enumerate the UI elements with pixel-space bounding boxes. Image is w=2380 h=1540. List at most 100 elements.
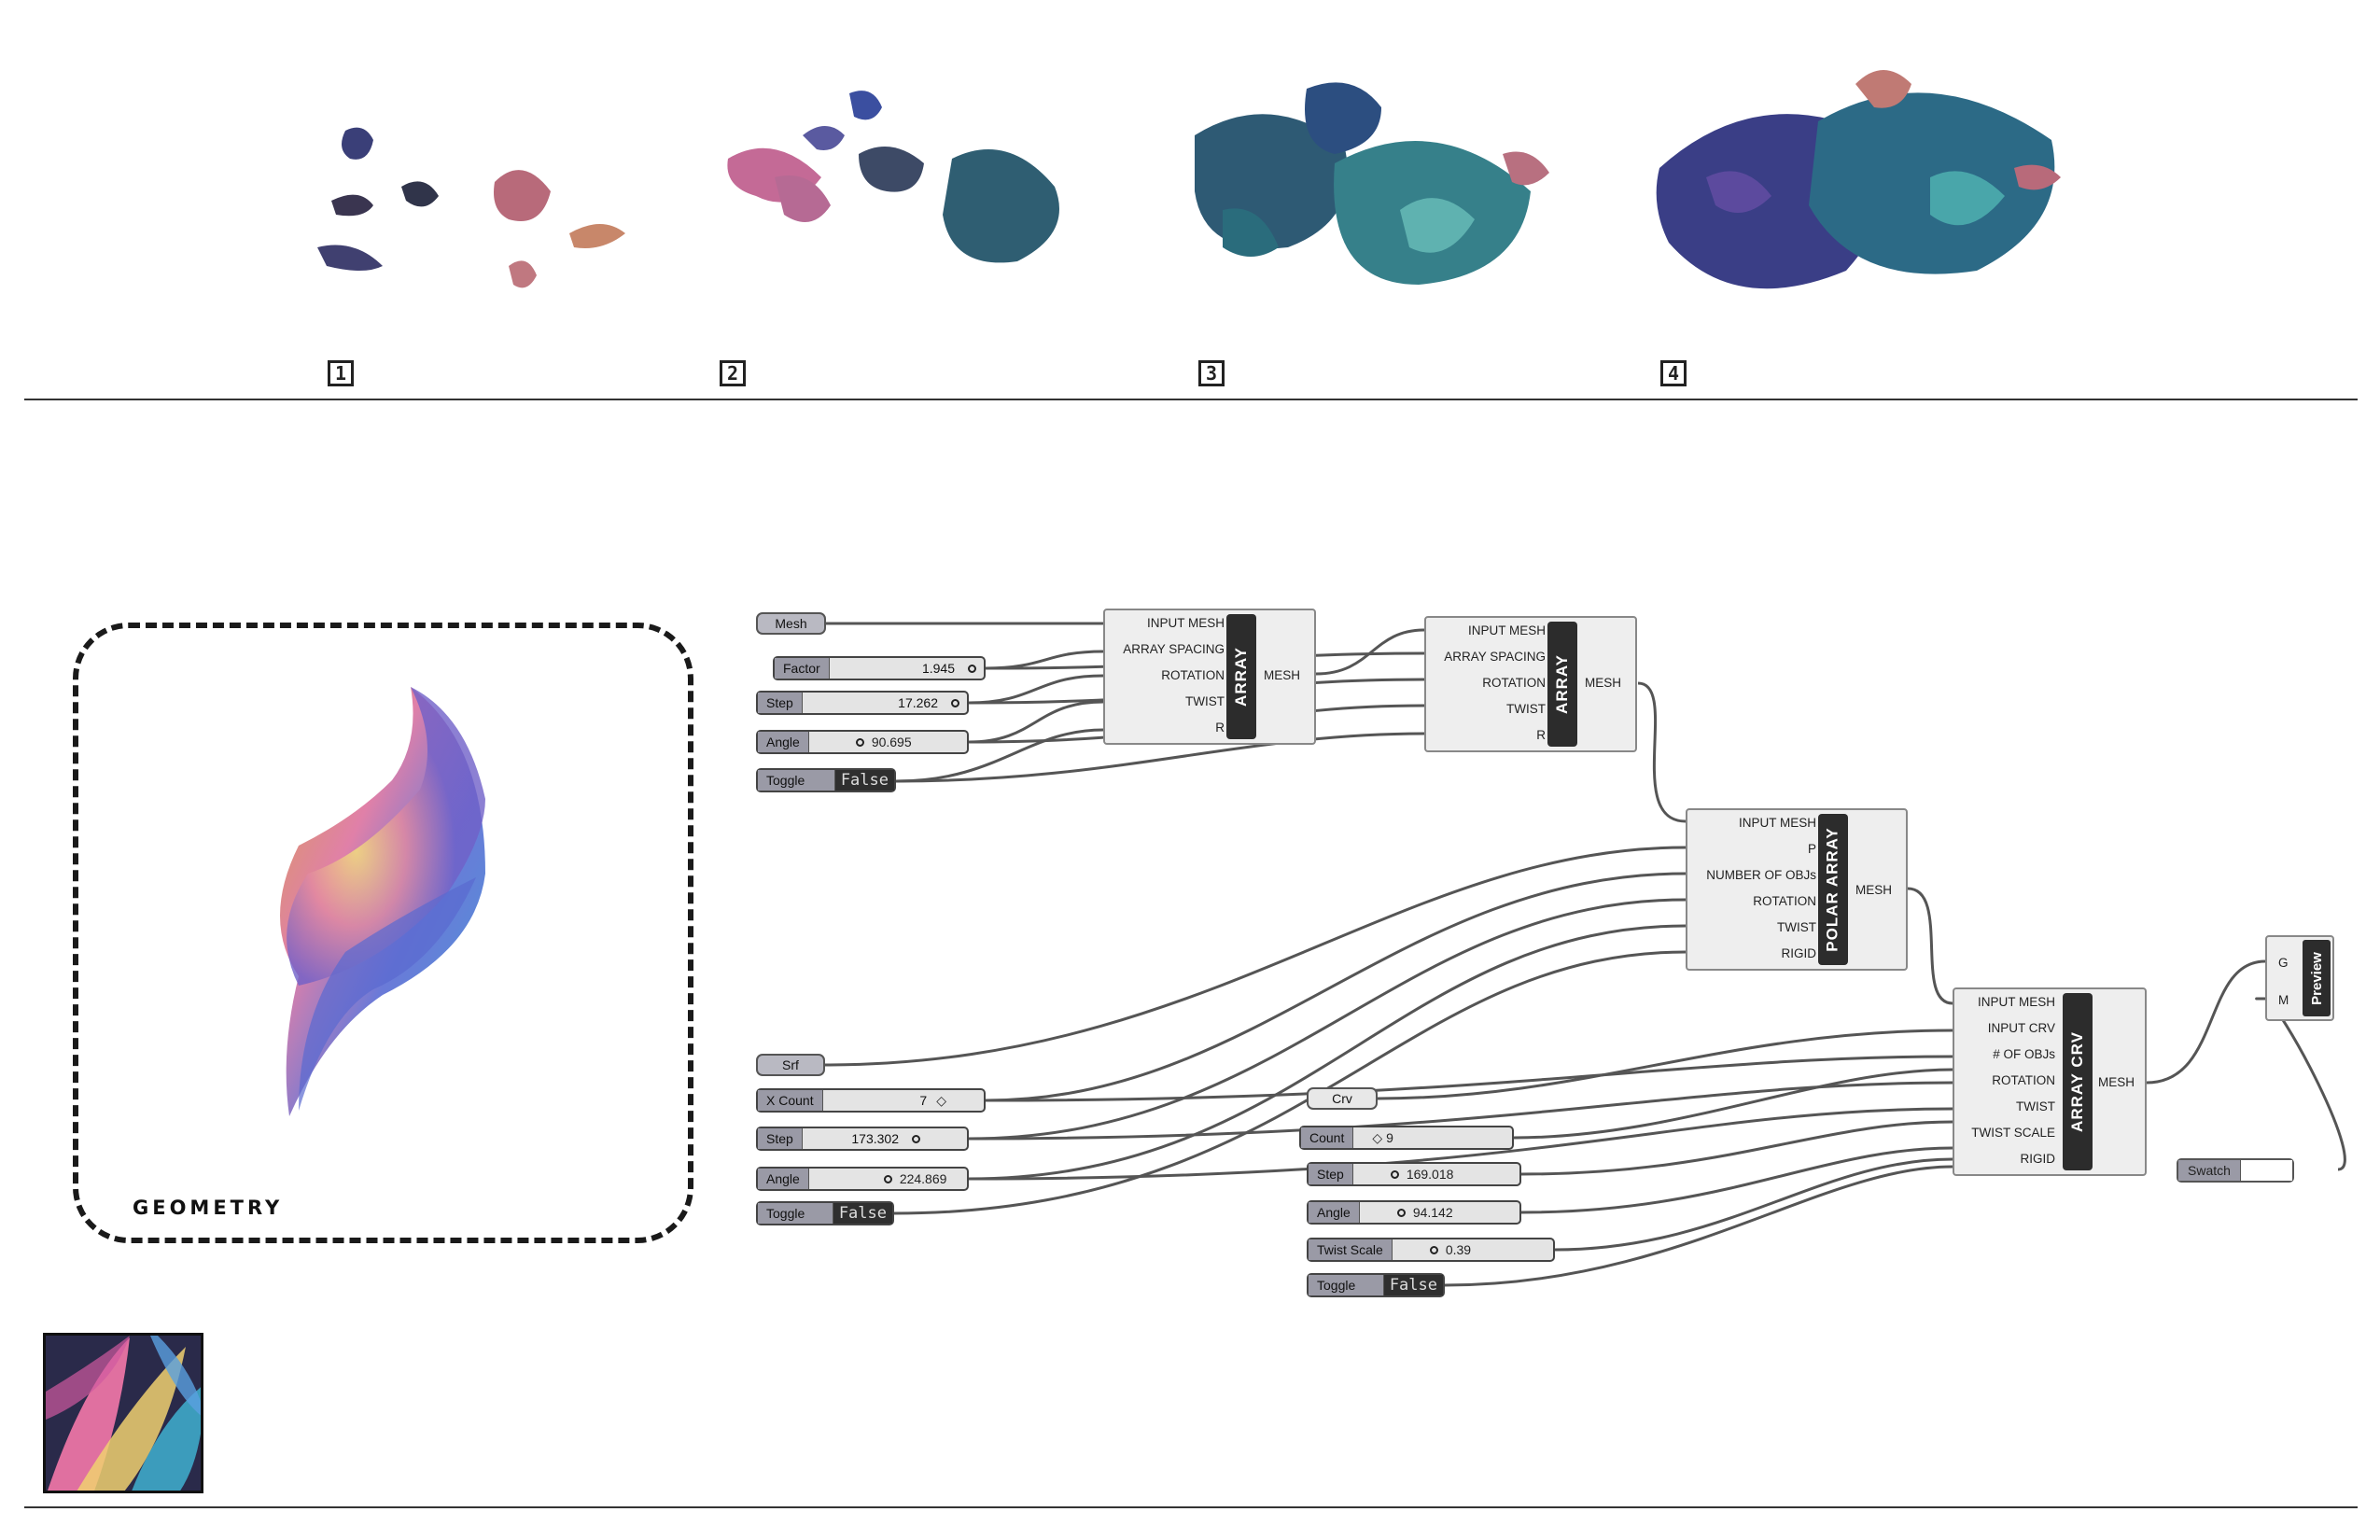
arraycrv-input-crv[interactable]: INPUT CRV <box>1987 1021 2055 1035</box>
factor-value: 1.945 <box>921 661 955 676</box>
stage-number-3: 3 <box>1198 360 1225 386</box>
texture-swatch-thumbnail <box>43 1333 203 1493</box>
arraycrv-input-rigid[interactable]: RIGID <box>2020 1152 2055 1166</box>
factor-label: Factor <box>775 658 830 679</box>
toggle-3[interactable]: Toggle False <box>1307 1273 1445 1297</box>
geometry-petal <box>280 687 485 1116</box>
diamond-grip-icon[interactable]: ◇ <box>936 1092 946 1108</box>
preview-title: Preview <box>2303 940 2331 1016</box>
preview-component[interactable]: G M Preview <box>2265 935 2334 1021</box>
array1-input-rotation[interactable]: ROTATION <box>1161 668 1225 682</box>
angle-slider-1[interactable]: Angle 90.695 <box>756 730 969 754</box>
angle-value-2: 224.869 <box>899 1171 947 1186</box>
stage-render-3 <box>1195 82 1549 285</box>
array2-input-spacing[interactable]: ARRAY SPACING <box>1444 650 1546 664</box>
step-slider-3[interactable]: Step 169.018 <box>1307 1162 1521 1186</box>
top-divider <box>24 399 2358 400</box>
angle-label-1: Angle <box>758 732 809 752</box>
angle-label-2: Angle <box>758 1169 809 1189</box>
step-slider-1[interactable]: Step 17.262 <box>756 691 969 715</box>
array-component-1[interactable]: INPUT MESH ARRAY SPACING ROTATION TWIST … <box>1103 609 1316 745</box>
stage-render-4 <box>1656 70 2061 289</box>
toggle-value-2[interactable]: False <box>833 1203 892 1224</box>
swatch-component[interactable]: Swatch <box>2177 1158 2294 1183</box>
polar-input-p[interactable]: P <box>1807 842 1816 856</box>
angle-label-3: Angle <box>1309 1202 1360 1223</box>
swatch-color[interactable] <box>2240 1160 2292 1181</box>
angle-value-3: 94.142 <box>1412 1205 1453 1220</box>
slider-grip-icon[interactable] <box>1390 1169 1399 1179</box>
array2-input-twist[interactable]: TWIST <box>1506 702 1546 716</box>
array-component-2[interactable]: INPUT MESH ARRAY SPACING ROTATION TWIST … <box>1424 616 1637 752</box>
array2-input-r[interactable]: R <box>1536 728 1546 742</box>
arraycrv-input-rotation[interactable]: ROTATION <box>1992 1073 2055 1087</box>
slider-grip-icon[interactable] <box>968 664 976 673</box>
array1-input-spacing[interactable]: ARRAY SPACING <box>1123 642 1225 656</box>
array2-input-mesh[interactable]: INPUT MESH <box>1467 623 1546 637</box>
crv-param-label: Crv <box>1332 1091 1352 1106</box>
step-value-1: 17.262 <box>898 695 938 710</box>
geometry-label: GEOMETRY <box>133 1197 284 1219</box>
slider-grip-icon[interactable] <box>855 737 864 747</box>
toggle-label-1: Toggle <box>758 770 835 791</box>
stage-number-1: 1 <box>328 360 354 386</box>
angle-slider-2[interactable]: Angle 224.869 <box>756 1167 969 1191</box>
stage-number-4: 4 <box>1660 360 1687 386</box>
polar-output-mesh[interactable]: MESH <box>1855 883 1893 897</box>
toggle-value-1[interactable]: False <box>834 770 894 791</box>
angle-slider-3[interactable]: Angle 94.142 <box>1307 1200 1521 1225</box>
polar-input-number[interactable]: NUMBER OF OBJs <box>1706 868 1816 882</box>
arraycrv-input-twist-scale[interactable]: TWIST SCALE <box>1971 1126 2055 1140</box>
arraycrv-input-count[interactable]: # OF OBJs <box>1993 1047 2055 1061</box>
arraycrv-input-mesh[interactable]: INPUT MESH <box>1977 995 2055 1009</box>
toggle-2[interactable]: Toggle False <box>756 1201 894 1225</box>
array-crv-component[interactable]: INPUT MESH INPUT CRV # OF OBJs ROTATION … <box>1953 987 2147 1176</box>
polar-array-component[interactable]: INPUT MESH P NUMBER OF OBJs ROTATION TWI… <box>1686 808 1908 971</box>
step-label-2: Step <box>758 1128 803 1149</box>
polar-input-mesh[interactable]: INPUT MESH <box>1738 816 1816 830</box>
slider-grip-icon[interactable] <box>951 698 959 707</box>
xcount-slider[interactable]: X Count 7 ◇ <box>756 1088 986 1113</box>
mesh-param-label: Mesh <box>775 616 807 631</box>
preview-input-g[interactable]: G <box>2278 956 2289 970</box>
slider-grip-icon[interactable] <box>912 1134 920 1143</box>
array2-output-mesh[interactable]: MESH <box>1585 676 1622 690</box>
xcount-label: X Count <box>758 1090 823 1111</box>
arraycrv-output-mesh[interactable]: MESH <box>2098 1075 2135 1089</box>
slider-grip-icon[interactable] <box>883 1174 892 1183</box>
slider-grip-icon[interactable] <box>1396 1208 1406 1217</box>
polar-input-twist[interactable]: TWIST <box>1777 920 1816 934</box>
arraycrv-input-twist[interactable]: TWIST <box>2016 1099 2055 1113</box>
stage-render-2 <box>727 91 1059 263</box>
geometry-frame <box>73 623 693 1243</box>
mesh-param[interactable]: Mesh <box>756 612 826 635</box>
srf-param-label: Srf <box>782 1057 799 1072</box>
array1-output-mesh[interactable]: MESH <box>1264 668 1301 682</box>
step-label-1: Step <box>758 693 803 713</box>
angle-value-1: 90.695 <box>871 735 912 749</box>
crv-param[interactable]: Crv <box>1307 1087 1378 1110</box>
count-slider[interactable]: Count ◇ 9 <box>1299 1126 1514 1150</box>
diamond-grip-icon[interactable]: ◇ <box>1372 1129 1383 1145</box>
twist-scale-slider[interactable]: Twist Scale 0.39 <box>1307 1238 1555 1262</box>
array1-title: ARRAY <box>1226 614 1256 739</box>
slider-grip-icon[interactable] <box>1429 1245 1438 1254</box>
preview-input-m[interactable]: M <box>2278 993 2289 1007</box>
array1-input-r[interactable]: R <box>1215 721 1225 735</box>
toggle-label-3: Toggle <box>1309 1275 1384 1295</box>
factor-slider[interactable]: Factor 1.945 <box>773 656 986 680</box>
array2-input-rotation[interactable]: ROTATION <box>1482 676 1546 690</box>
array1-input-twist[interactable]: TWIST <box>1185 694 1225 708</box>
xcount-value: 7 <box>919 1093 928 1108</box>
step-label-3: Step <box>1309 1164 1353 1184</box>
toggle-value-3[interactable]: False <box>1383 1275 1443 1295</box>
polar-input-rotation[interactable]: ROTATION <box>1753 894 1816 908</box>
stage-number-2: 2 <box>720 360 746 386</box>
toggle-1[interactable]: Toggle False <box>756 768 896 792</box>
twist-scale-label: Twist Scale <box>1309 1239 1393 1260</box>
polar-input-rigid[interactable]: RIGID <box>1781 946 1816 960</box>
step-slider-2[interactable]: Step 173.302 <box>756 1127 969 1151</box>
array1-input-mesh[interactable]: INPUT MESH <box>1146 616 1225 630</box>
srf-param[interactable]: Srf <box>756 1054 825 1076</box>
